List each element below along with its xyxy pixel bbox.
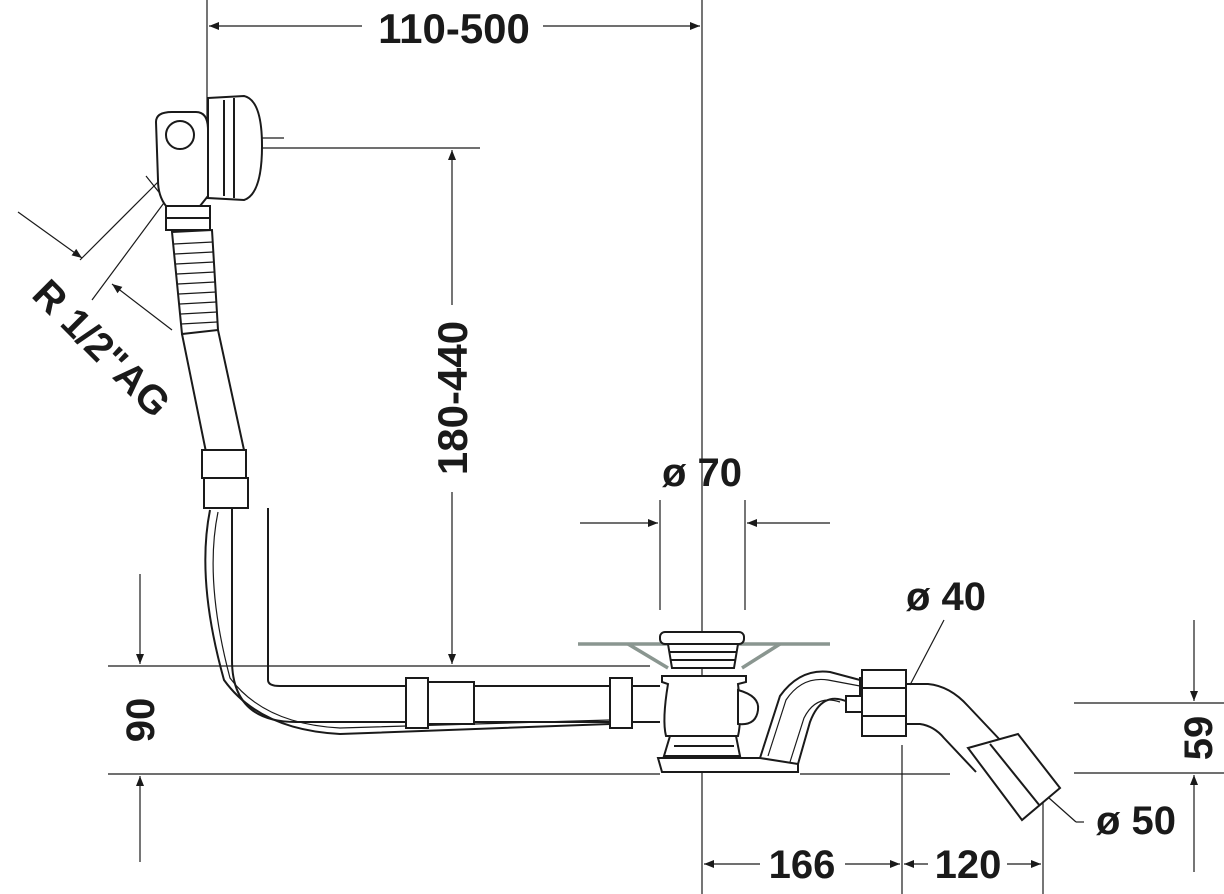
drain-valve	[656, 631, 799, 773]
trap-diameter-label: ø 40	[906, 575, 986, 619]
thread-label: R 1/2"AG	[24, 272, 179, 427]
outlet-length-label: 120	[935, 843, 1002, 887]
outlet-height-label: 59	[1177, 716, 1221, 761]
trap-height-label: 90	[119, 698, 163, 743]
overflow-offset-label: 110-500	[378, 5, 530, 52]
trap-length-label: 166	[769, 843, 836, 887]
overflow-height-label: 180-440	[429, 321, 476, 475]
drain-diameter-label: ø 70	[662, 451, 742, 495]
trap	[759, 669, 907, 765]
outlet-elbow	[906, 683, 1062, 822]
overflow-assembly	[154, 94, 660, 736]
outlet-diameter-label: ø 50	[1096, 799, 1176, 843]
